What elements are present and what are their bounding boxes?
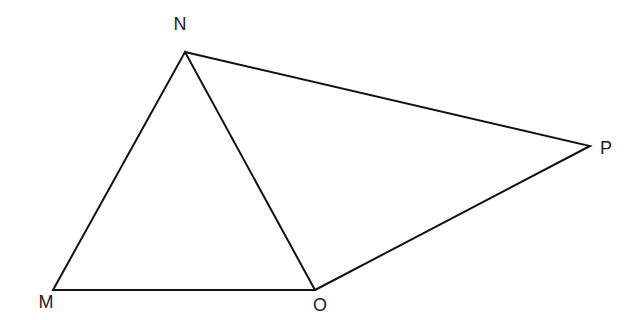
vertex-label: N [174, 15, 187, 33]
triangle-nop [185, 52, 590, 290]
vertex-label: P [600, 139, 612, 157]
triangle-mno [53, 52, 315, 290]
vertex-label: M [39, 293, 54, 311]
vertex-label: O [313, 296, 327, 314]
